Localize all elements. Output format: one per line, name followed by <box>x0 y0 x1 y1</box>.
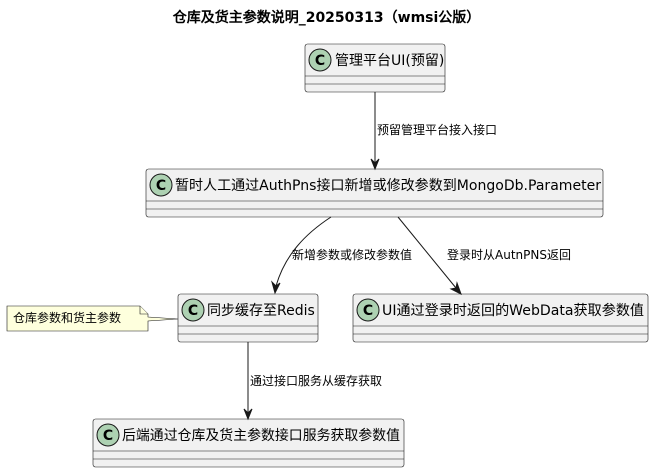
svg-text:C: C <box>363 303 373 319</box>
edge-manual-to-redis: 新增参数或修改参数值 <box>271 216 412 295</box>
edge-manual-to-ui: 登录时从AutnPNS返回 <box>397 216 571 296</box>
class-name-sync-redis: 同步缓存至Redis <box>207 303 315 319</box>
class-sync-redis: C 同步缓存至Redis <box>177 293 319 343</box>
edge-label-manual-to-ui: 登录时从AutnPNS返回 <box>447 247 571 262</box>
arrow-head <box>243 408 253 421</box>
svg-text:C: C <box>103 428 113 444</box>
class-manual-params: C 暂时人工通过AuthPns接口新增或修改参数到MongoDb.Paramet… <box>145 168 604 218</box>
arrow-head <box>449 281 462 296</box>
class-c-icon <box>96 423 120 447</box>
edge-label-redis-to-backend: 通过接口服务从缓存获取 <box>250 373 382 388</box>
class-name-admin-ui: 管理平台UI(预留) <box>335 53 444 69</box>
arrow-head <box>370 158 380 171</box>
svg-text:C: C <box>315 53 325 69</box>
diagram-title: 仓库及货主参数说明_20250313（wmsi公版） <box>172 9 481 26</box>
class-admin-ui: C 管理平台UI(预留) <box>304 43 446 93</box>
class-name-backend-service: 后端通过仓库及货主参数接口服务获取参数值 <box>122 427 400 444</box>
edge-label-admin-to-manual: 预留管理平台接入接口 <box>377 122 497 137</box>
class-ui-webdata: C UI通过登录时返回的WebData获取参数值 <box>352 293 649 343</box>
class-c-icon <box>181 298 205 322</box>
class-c-icon <box>308 48 332 72</box>
class-name-manual-params: 暂时人工通过AuthPns接口新增或修改参数到MongoDb.Parameter <box>175 177 601 194</box>
arrow-head <box>271 280 281 295</box>
class-backend-service: C 后端通过仓库及货主参数接口服务获取参数值 <box>92 418 405 468</box>
svg-text:C: C <box>156 178 166 194</box>
svg-text:C: C <box>188 303 198 319</box>
class-c-icon <box>356 298 380 322</box>
edge-admin-to-manual: 预留管理平台接入接口 <box>370 92 497 171</box>
class-name-ui-webdata: UI通过登录时返回的WebData获取参数值 <box>382 302 644 319</box>
note-params: 仓库参数和货主参数 <box>6 305 179 332</box>
edge-redis-to-backend: 通过接口服务从缓存获取 <box>243 342 382 421</box>
note-text: 仓库参数和货主参数 <box>13 310 121 325</box>
edge-label-manual-to-redis: 新增参数或修改参数值 <box>292 247 412 262</box>
class-c-icon <box>149 173 173 197</box>
